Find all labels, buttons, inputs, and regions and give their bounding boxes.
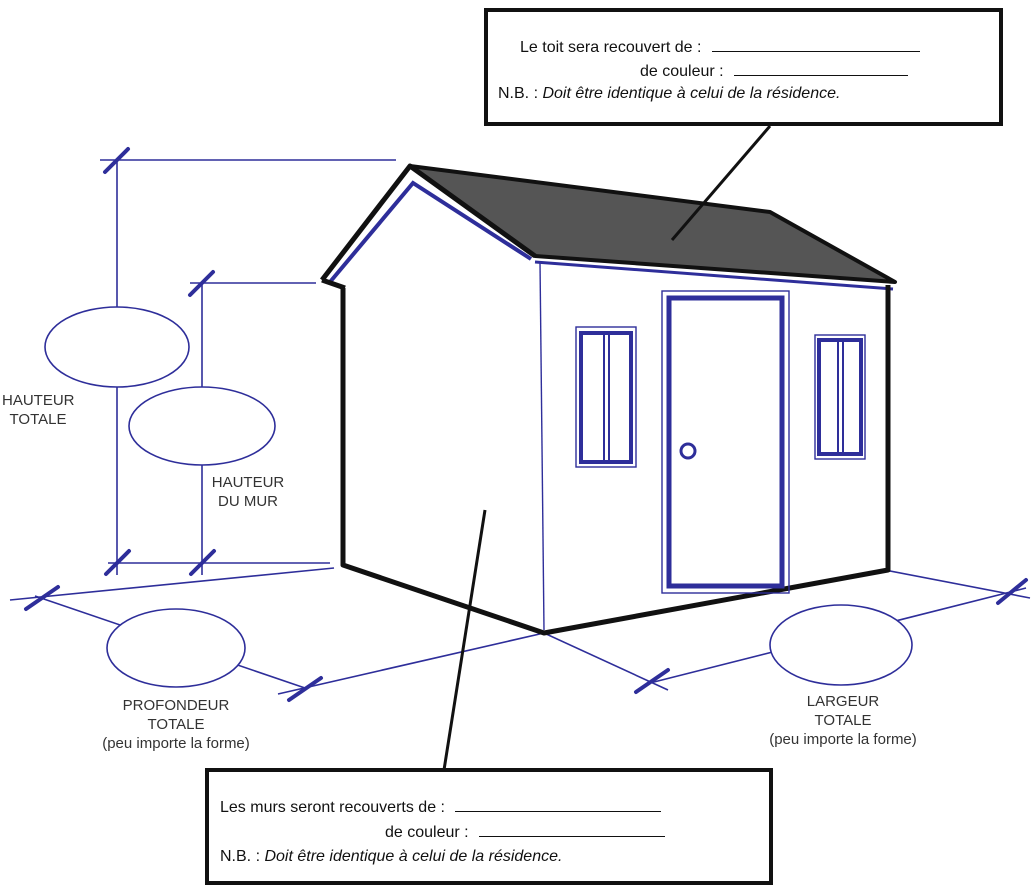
walls-callout-leader bbox=[442, 509, 487, 771]
dimension-ticks bbox=[24, 147, 1028, 702]
tick-mark bbox=[287, 676, 323, 702]
tick-mark bbox=[24, 585, 60, 611]
gable-wall bbox=[343, 175, 544, 633]
tick-mark bbox=[189, 549, 216, 576]
depth-back-extension bbox=[9, 567, 335, 601]
total-height-label: HAUTEUR TOTALE bbox=[2, 391, 75, 429]
roof-callout-leader bbox=[670, 125, 772, 241]
wall-height-label: HAUTEUR DU MUR bbox=[208, 473, 288, 511]
wall-height-ellipse[interactable] bbox=[128, 386, 276, 466]
shed-outline bbox=[340, 285, 891, 636]
tick-mark bbox=[104, 549, 131, 576]
tick-mark bbox=[103, 147, 130, 174]
depth-front-extension bbox=[277, 632, 545, 695]
total-height-ellipse[interactable] bbox=[44, 306, 190, 388]
value-ellipses bbox=[44, 306, 913, 688]
roof-color-row: de couleur : bbox=[640, 60, 909, 82]
walls-callout-box: Les murs seront recouverts de : de coule… bbox=[205, 768, 773, 885]
tick-mark bbox=[188, 270, 215, 297]
total-width-label-line3: (peu importe la forme) bbox=[769, 731, 917, 748]
total-depth-label: PROFONDEUR TOTALE (peu importe la forme) bbox=[70, 696, 282, 753]
shed bbox=[320, 163, 897, 636]
walls-note-prefix: N.B. : bbox=[220, 848, 261, 865]
roof-note-row: N.B. : Doit être identique à celui de la… bbox=[498, 83, 840, 104]
roof-material-label: Le toit sera recouvert de : bbox=[520, 39, 702, 56]
walls-color-label: de couleur : bbox=[385, 824, 469, 841]
roof-material-row: Le toit sera recouvert de : bbox=[520, 36, 920, 58]
total-height-label-line1: HAUTEUR bbox=[2, 392, 75, 409]
left-window-frame bbox=[575, 326, 637, 468]
total-depth-label-line2: TOTALE bbox=[147, 716, 205, 733]
fascia-trim bbox=[534, 260, 894, 291]
right-window-frame bbox=[814, 334, 866, 460]
total-width-label: LARGEUR TOTALE (peu importe la forme) bbox=[738, 692, 948, 749]
roof-note-prefix: N.B. : bbox=[498, 85, 539, 102]
gable-trim-blue bbox=[328, 180, 533, 284]
total-height-label-line2: TOTALE bbox=[9, 411, 67, 428]
door bbox=[666, 295, 785, 589]
walls-material-row: Les murs seront recouverts de : bbox=[220, 796, 662, 818]
walls-note-text: Doit être identique à celui de la réside… bbox=[264, 848, 563, 865]
wall-height-label-line1: HAUTEUR bbox=[211, 474, 285, 491]
right-window bbox=[817, 338, 863, 456]
total-depth-ellipse[interactable] bbox=[106, 608, 246, 688]
tick-mark bbox=[996, 578, 1028, 605]
roof-callout-box: Le toit sera recouvert de : de couleur :… bbox=[484, 8, 1003, 126]
walls-color-blank[interactable] bbox=[479, 821, 666, 837]
total-depth-label-line3: (peu importe la forme) bbox=[102, 735, 250, 752]
walls-material-label: Les murs seront recouverts de : bbox=[220, 799, 445, 816]
walls-note-row: N.B. : Doit être identique à celui de la… bbox=[220, 846, 562, 867]
door-frame bbox=[661, 290, 790, 594]
wall-height-label-line2: DU MUR bbox=[218, 493, 278, 510]
eave-left bbox=[321, 277, 346, 291]
door-knob bbox=[679, 442, 697, 460]
total-width-label-line1: LARGEUR bbox=[806, 693, 880, 710]
roof-color-blank[interactable] bbox=[734, 60, 909, 76]
wall-corner-line bbox=[539, 261, 545, 631]
roof-material-blank[interactable] bbox=[711, 36, 920, 52]
walls-color-row: de couleur : bbox=[385, 821, 666, 843]
width-back-extension bbox=[884, 569, 1031, 599]
tick-mark bbox=[634, 668, 670, 694]
walls-material-blank[interactable] bbox=[455, 796, 662, 812]
roof-note-text: Doit être identique à celui de la réside… bbox=[542, 85, 841, 102]
width-front-extension bbox=[543, 632, 669, 691]
total-width-ellipse[interactable] bbox=[769, 604, 913, 686]
gable-outline bbox=[320, 163, 537, 282]
total-depth-label-line1: PROFONDEUR bbox=[122, 697, 230, 714]
roof-color-label: de couleur : bbox=[640, 63, 724, 80]
left-window bbox=[579, 331, 633, 464]
total-width-label-line2: TOTALE bbox=[814, 712, 872, 729]
